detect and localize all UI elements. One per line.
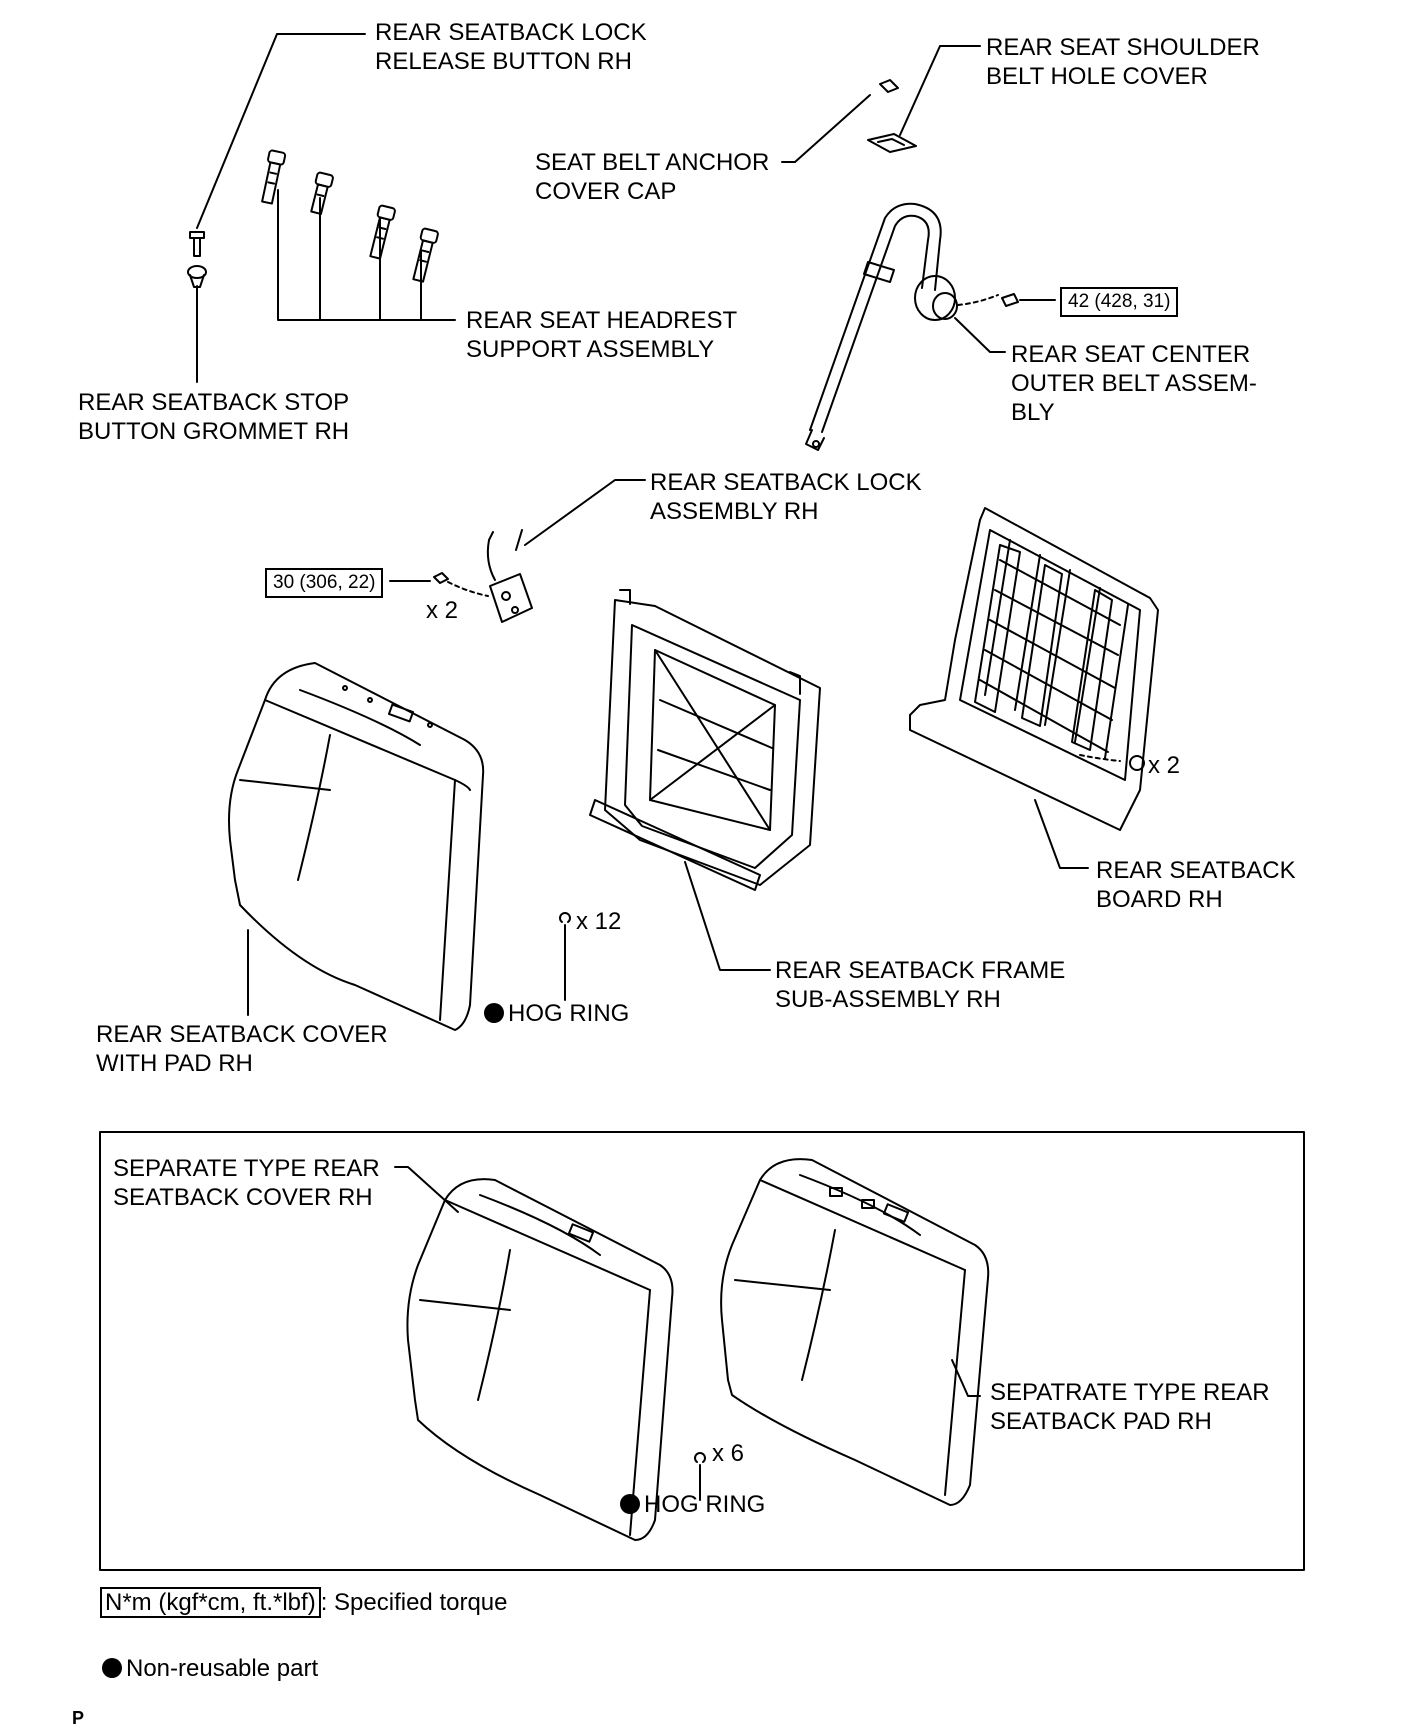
hog-ring-label-main: HOG RING (484, 999, 629, 1028)
label-shoulder-belt-hole-cover: REAR SEAT SHOULDER BELT HOLE COVER (986, 34, 1260, 90)
label-lock-release-button: REAR SEATBACK LOCK RELEASE BUTTON RH (375, 19, 647, 75)
stop-button-grommet (187, 265, 207, 288)
label-separate-pad: SEPATRATE TYPE REAR SEATBACK PAD RH (990, 1379, 1270, 1435)
leader-seatback-frame (684, 861, 771, 971)
seatback-cover-with-pad (228, 662, 485, 1031)
hog-ring-main (559, 912, 571, 923)
label-seat-belt-anchor-cap: SEAT BELT ANCHOR COVER CAP (535, 149, 770, 205)
lock-release-button (189, 231, 205, 257)
label-cover-with-pad: REAR SEATBACK COVER WITH PAD RH (96, 1021, 388, 1077)
separate-seatback-pad (720, 1158, 990, 1506)
leader-separate-cover (394, 1166, 459, 1213)
label-lock-assembly: REAR SEATBACK LOCK ASSEMBLY RH (650, 469, 922, 525)
label-center-outer-belt: REAR SEAT CENTER OUTER BELT ASSEM- BLY (1011, 341, 1257, 426)
leader-lock-assembly (524, 479, 646, 546)
separate-type-frame (99, 1131, 1305, 1571)
leader-headrest-support (277, 189, 456, 321)
qty-board-clips: x 2 (1148, 752, 1181, 779)
non-reusable-icon (620, 1494, 640, 1514)
label-seatback-frame: REAR SEATBACK FRAME SUB-ASSEMBLY RH (775, 957, 1066, 1013)
leader-shoulder-belt-hole-cover (899, 45, 981, 136)
hog-ring-label-separate: HOG RING (620, 1490, 765, 1519)
legend-nonreusable-text: Non-reusable part (126, 1655, 319, 1682)
qty-hog-ring-main: x 12 (576, 908, 622, 935)
label-stop-button-grommet: REAR SEATBACK STOP BUTTON GROMMET RH (78, 389, 350, 445)
leader-center-outer-belt (954, 317, 1006, 353)
leader-lines (196, 33, 1089, 1501)
seatback-frame-sub-assembly (589, 589, 821, 891)
qty-hog-ring-separate: x 6 (712, 1440, 745, 1467)
non-reusable-icon (484, 1003, 504, 1023)
shoulder-belt-hole-cover (867, 133, 917, 153)
legend-torque: N*m (kgf*cm, ft.*lbf): Specified torque (100, 1587, 508, 1618)
label-seatback-board: REAR SEATBACK BOARD RH (1096, 857, 1296, 913)
page-marker: P (72, 1708, 85, 1728)
legend-torque-box: N*m (kgf*cm, ft.*lbf) (100, 1587, 321, 1618)
headrest-supports (261, 149, 439, 283)
torque-lock: 30 (306, 22) (265, 568, 384, 598)
leader-lock-release-button (196, 33, 366, 229)
label-separate-cover: SEPARATE TYPE REAR SEATBACK COVER RH (113, 1155, 380, 1211)
torque-belt: 42 (428, 31) (1060, 287, 1179, 317)
seatback-lock-assembly (433, 529, 533, 623)
legend-torque-text: : Specified torque (320, 1589, 508, 1616)
leader-separate-pad (951, 1359, 981, 1397)
center-outer-belt-assembly (805, 202, 1019, 451)
non-reusable-icon (102, 1658, 122, 1678)
hog-ring-separate (694, 1452, 706, 1463)
seatback-board (909, 507, 1159, 831)
seat-belt-anchor-cover-cap (879, 79, 899, 93)
leader-seatback-board (1034, 799, 1089, 869)
legend-nonreusable: Non-reusable part (102, 1654, 318, 1684)
qty-lock-bolts: x 2 (426, 597, 459, 624)
leader-seat-belt-anchor-cap (781, 94, 871, 163)
separate-seatback-cover (406, 1178, 674, 1541)
label-headrest-support: REAR SEAT HEADREST SUPPORT ASSEMBLY (466, 307, 738, 363)
